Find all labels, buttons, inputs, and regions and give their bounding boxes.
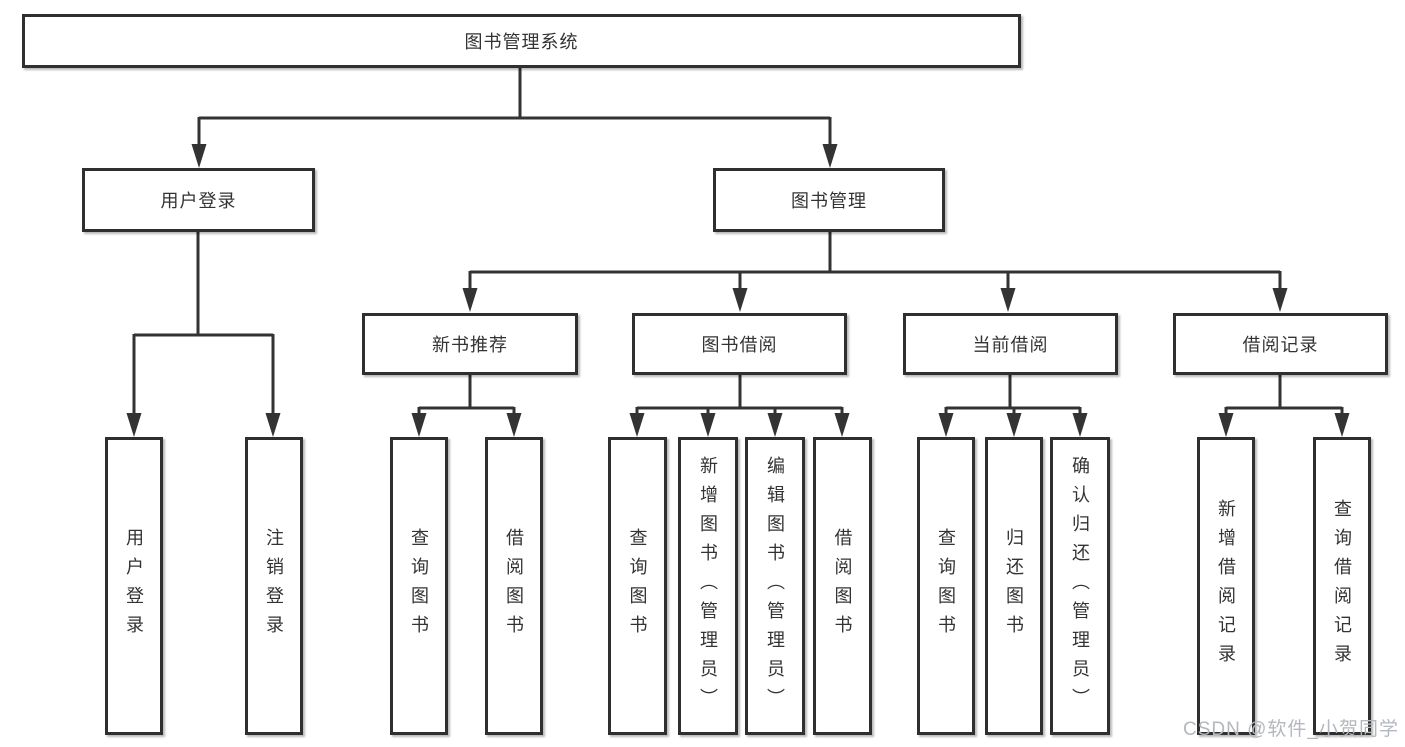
- node-user-login: 用户登录: [82, 168, 315, 232]
- leaf-logout: 注销登录: [245, 437, 303, 735]
- leaf-query-books-current-label: 查询图书: [936, 528, 956, 644]
- node-book-management: 图书管理: [713, 168, 945, 232]
- leaf-return-book-label: 归还图书: [1004, 528, 1024, 644]
- node-root-label: 图书管理系统: [464, 32, 579, 52]
- leaf-confirm-return-admin-label: 确认归还（管理员）: [1070, 455, 1090, 717]
- node-root-system: 图书管理系统: [22, 14, 1021, 68]
- leaf-query-borrow-record-label: 查询借阅记录: [1332, 499, 1352, 673]
- leaf-borrow-books-label: 借阅图书: [832, 528, 853, 644]
- leaf-add-borrow-record: 新增借阅记录: [1197, 437, 1255, 735]
- leaf-user-login-label: 用户登录: [124, 528, 144, 644]
- leaf-query-borrow-record: 查询借阅记录: [1313, 437, 1371, 735]
- node-book-borrow-label: 图书借阅: [701, 335, 778, 355]
- node-current-borrow: 当前借阅: [903, 313, 1118, 375]
- node-current-borrow-label: 当前借阅: [972, 335, 1049, 355]
- csdn-watermark: CSDN @软件_小贺同学: [1183, 719, 1399, 740]
- leaf-add-book-admin: 新增图书（管理员）: [678, 437, 738, 735]
- leaf-borrow-books: 借阅图书: [813, 437, 872, 735]
- node-new-book-recommend-label: 新书推荐: [432, 335, 508, 355]
- leaf-borrow-books-recommend: 借阅图书: [485, 437, 543, 735]
- node-borrow-records: 借阅记录: [1173, 313, 1388, 375]
- leaf-edit-book-admin: 编辑图书（管理员）: [745, 437, 805, 735]
- leaf-confirm-return-admin: 确认归还（管理员）: [1050, 437, 1110, 735]
- node-user-login-label: 用户登录: [160, 191, 237, 211]
- node-new-book-recommend: 新书推荐: [362, 313, 578, 375]
- node-book-borrow: 图书借阅: [632, 313, 847, 375]
- leaf-query-books-recommend: 查询图书: [390, 437, 448, 735]
- node-book-management-label: 图书管理: [791, 191, 867, 211]
- leaf-borrow-books-recommend-label: 借阅图书: [504, 528, 524, 644]
- leaf-logout-label: 注销登录: [264, 528, 284, 644]
- leaf-add-book-admin-label: 新增图书（管理员）: [698, 455, 718, 717]
- leaf-query-books-recommend-label: 查询图书: [409, 528, 429, 644]
- leaf-user-login: 用户登录: [105, 437, 163, 735]
- leaf-add-borrow-record-label: 新增借阅记录: [1216, 499, 1236, 673]
- leaf-query-books-current: 查询图书: [917, 437, 975, 735]
- leaf-edit-book-admin-label: 编辑图书（管理员）: [765, 455, 785, 717]
- leaf-query-books-borrow: 查询图书: [608, 437, 667, 735]
- leaf-return-book: 归还图书: [985, 437, 1043, 735]
- arrowhead-icons: [126, 144, 1350, 437]
- leaf-query-books-borrow-label: 查询图书: [627, 528, 648, 644]
- node-borrow-records-label: 借阅记录: [1242, 335, 1319, 355]
